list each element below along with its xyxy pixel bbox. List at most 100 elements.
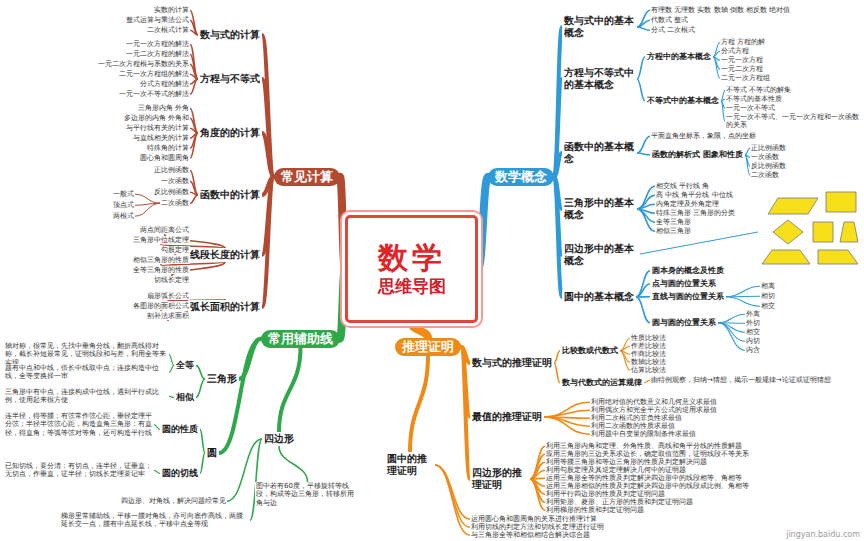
node-text: 数与式中的基本概念	[564, 15, 635, 39]
branch-connector	[262, 133, 274, 177]
node-text: 利用题中自变量的限制条件求最值	[591, 430, 696, 438]
branch-connector	[190, 118, 198, 133]
node-text: 全等三角形	[656, 218, 691, 226]
node-text: 数与式的计算	[200, 29, 260, 41]
node-text: 思维导图	[378, 275, 446, 297]
node-text: 角度的的计算	[200, 127, 260, 139]
node-text: 圆中的推理证明	[387, 453, 433, 477]
branch-connector	[554, 79, 562, 177]
leaf-text: 内切	[745, 337, 761, 345]
node-text: 特殊角的计算	[147, 144, 189, 152]
branch-connector	[190, 54, 198, 79]
node-text: 两根式	[113, 212, 134, 220]
branch-connector	[637, 209, 655, 231]
leaf-text: 一元一次方程	[720, 56, 764, 64]
branch-connector	[435, 465, 470, 527]
leaf-text: 反比例函数	[153, 188, 190, 196]
node-text: 三角形	[207, 373, 237, 385]
topic-label: 四边形	[262, 432, 296, 446]
branch-label: 推理证明	[395, 338, 461, 356]
leaf-text: 相交	[745, 328, 761, 336]
node-text: 内切	[746, 337, 760, 345]
leaf-text: 内含	[745, 346, 761, 354]
node-text: 数与式的推理证明	[472, 357, 552, 369]
subtopic-label: 圆本身的概念及性质	[650, 266, 726, 276]
leaf-text: 有理数 无理数 实数 数轴 倒数 相反数 绝对值	[650, 6, 791, 14]
leaf-text: 外切	[745, 319, 761, 327]
branch-connector	[713, 42, 720, 57]
branch-connector	[637, 195, 655, 209]
topic-label: 线段长度的计算	[188, 248, 262, 262]
leaf-text: 与直线相关的计算	[132, 134, 190, 142]
leaf-text: 方程 方程的解	[720, 38, 766, 46]
branch-connector	[190, 20, 198, 35]
node-text: 特殊三角形 三角形的分类	[656, 209, 735, 217]
branch-connector	[544, 402, 590, 417]
branch-connector	[190, 30, 198, 35]
branch-connector	[637, 136, 650, 153]
branch-connector	[530, 446, 545, 479]
branch-connector	[478, 177, 488, 269]
branch-connector	[190, 133, 198, 158]
topic-label: 数与式的推理证明	[470, 356, 554, 370]
leaf-text: 图中若有60度，平移旋转等线段，构成等边三角形，转移所用角与边	[255, 482, 360, 507]
branch-connector	[190, 128, 198, 133]
rhombus-shape	[773, 220, 803, 244]
node-text: 圆的性质	[162, 424, 198, 435]
node-text: 分式方程的解法	[140, 80, 189, 88]
node-text: 利用梯形的性质和判定证明问题	[546, 506, 644, 514]
subtopic-label: 方程中的基本概念	[645, 52, 713, 62]
leaf-text: 连半径，得等腰；有弦常作弦心距，垂径定理平分弦；半径半弦弦心距，构造直角三角形；…	[4, 412, 154, 437]
node-text: 内角定理及外角定理	[656, 200, 719, 208]
branch-connector	[435, 465, 470, 535]
leaf-text: 两点间距离公式	[139, 226, 190, 234]
subtopic-label: 直线与圆的位置关系	[650, 292, 726, 302]
leaf-text: 二次根式计算	[146, 26, 190, 34]
branch-connector	[196, 365, 205, 379]
node-text: 相似	[176, 392, 194, 403]
branch-connector	[410, 356, 428, 452]
leaf-text: 外离	[745, 310, 761, 318]
branch-connector	[190, 64, 198, 79]
node-text: 圆与圆的位置关系	[652, 318, 716, 328]
topic-label: 三角形	[205, 372, 239, 386]
branch-connector	[250, 439, 262, 520]
leaf-text: 高 中线 角平分线 中位线	[655, 191, 734, 199]
branch-connector	[190, 108, 198, 133]
node-text: 弧长面积的计算	[190, 301, 260, 313]
node-text: 高 中线 角平分线 中位线	[656, 191, 733, 199]
leaf-text: 切线长定理	[153, 276, 190, 284]
node-text: 点与圆的位置关系	[652, 279, 716, 289]
subtopic-label: 圆与圆的位置关系	[650, 318, 718, 328]
branch-connector	[620, 338, 630, 351]
node-text: 方程与不等式中的基本概念	[564, 67, 635, 91]
leaf-text: 特殊三角形 三角形的分类	[655, 209, 736, 217]
subtopic-label: 圆的切线	[160, 468, 200, 479]
leaf-text: 代数式 整式	[650, 16, 689, 24]
leaf-text: 三角形中位线定理	[132, 236, 190, 244]
node-text: 四边形、对角线，解决问题经常见	[121, 497, 226, 505]
branch-connector	[726, 297, 760, 306]
node-text: 圆的切线	[162, 468, 198, 479]
node-text: 一元二次方程根与系数的关系	[98, 60, 189, 68]
node-text: 三角形中有中点，连接构成中位线，遇到平行成比例，使用起来很方便	[5, 388, 168, 405]
leaf-text: 相交	[760, 302, 776, 310]
leaf-text: 相交线 平行线 角	[655, 182, 710, 190]
node-text: 常用辅助线	[268, 331, 333, 347]
node-text: 全等	[176, 360, 194, 371]
node-text: 比较数或代数式	[562, 346, 618, 356]
subtopic-label: 比较数或代数式	[560, 346, 620, 356]
subtopic-label: 点与圆的位置关系	[650, 279, 718, 289]
topic-label: 角度的的计算	[198, 126, 262, 140]
leaf-text: 三角形内角 外角	[137, 104, 190, 112]
branch-connector	[544, 417, 590, 434]
parallelogram-shape	[768, 198, 818, 214]
node-text: 一元二次方程	[721, 65, 763, 73]
branch-connector	[637, 20, 650, 27]
leaf-text: 割补法求面积	[146, 312, 190, 320]
leaf-text: 与三角形全等和相似相结合解决综合题	[470, 531, 591, 539]
node-text: 不等式中的基本概念	[647, 96, 719, 106]
node-text: 相离	[761, 282, 775, 290]
